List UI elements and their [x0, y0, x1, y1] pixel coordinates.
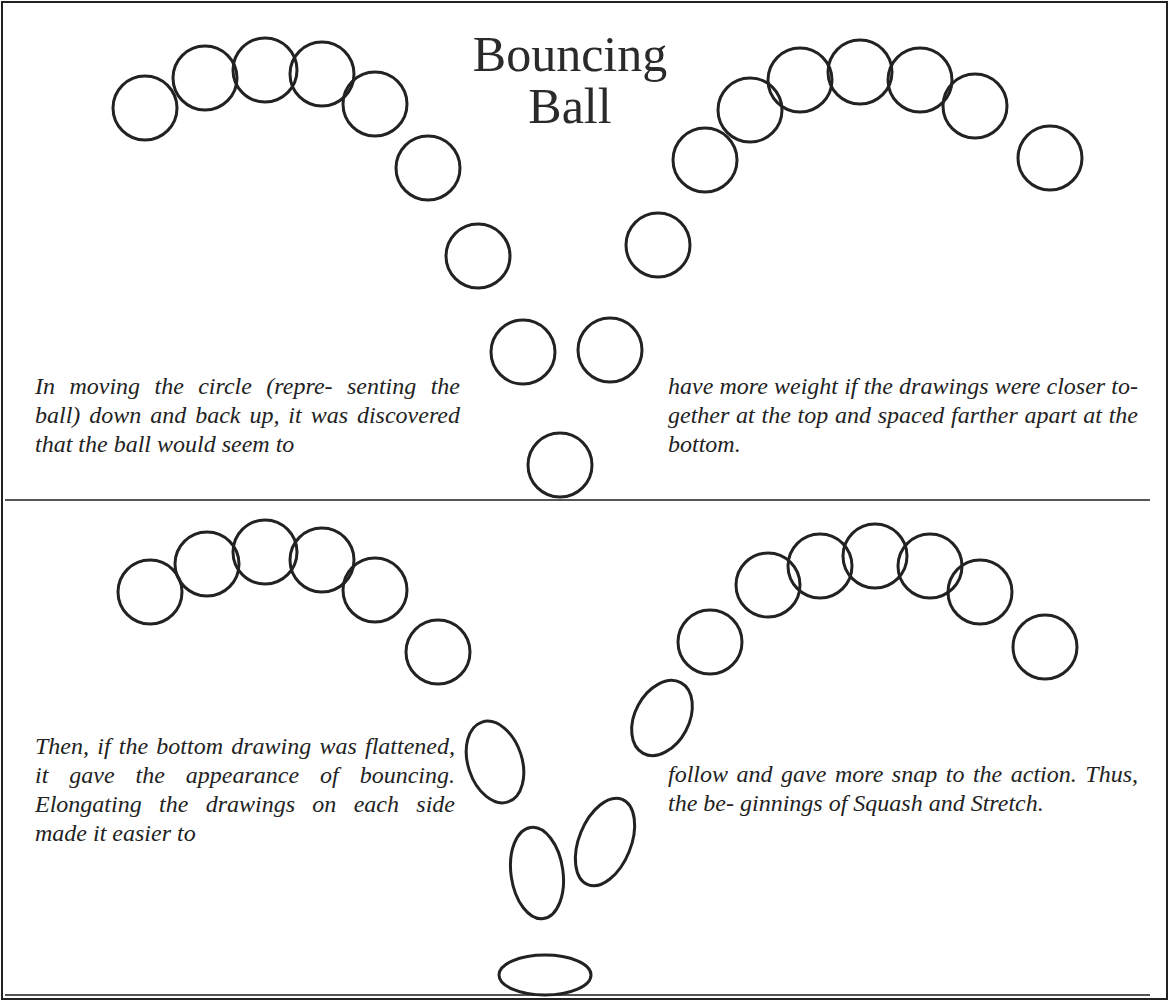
- ground-line: [5, 994, 1150, 996]
- caption-note: follow and gave more snap to the action.…: [668, 760, 1138, 818]
- diagram-title: Bouncing Ball: [440, 28, 700, 132]
- caption-note: Then, if the bottom drawing was flattene…: [35, 732, 455, 848]
- caption-note: In moving the circle (repre- senting the…: [35, 372, 460, 459]
- caption-note: have more weight if the drawings were cl…: [668, 372, 1138, 459]
- ground-line: [5, 499, 1150, 501]
